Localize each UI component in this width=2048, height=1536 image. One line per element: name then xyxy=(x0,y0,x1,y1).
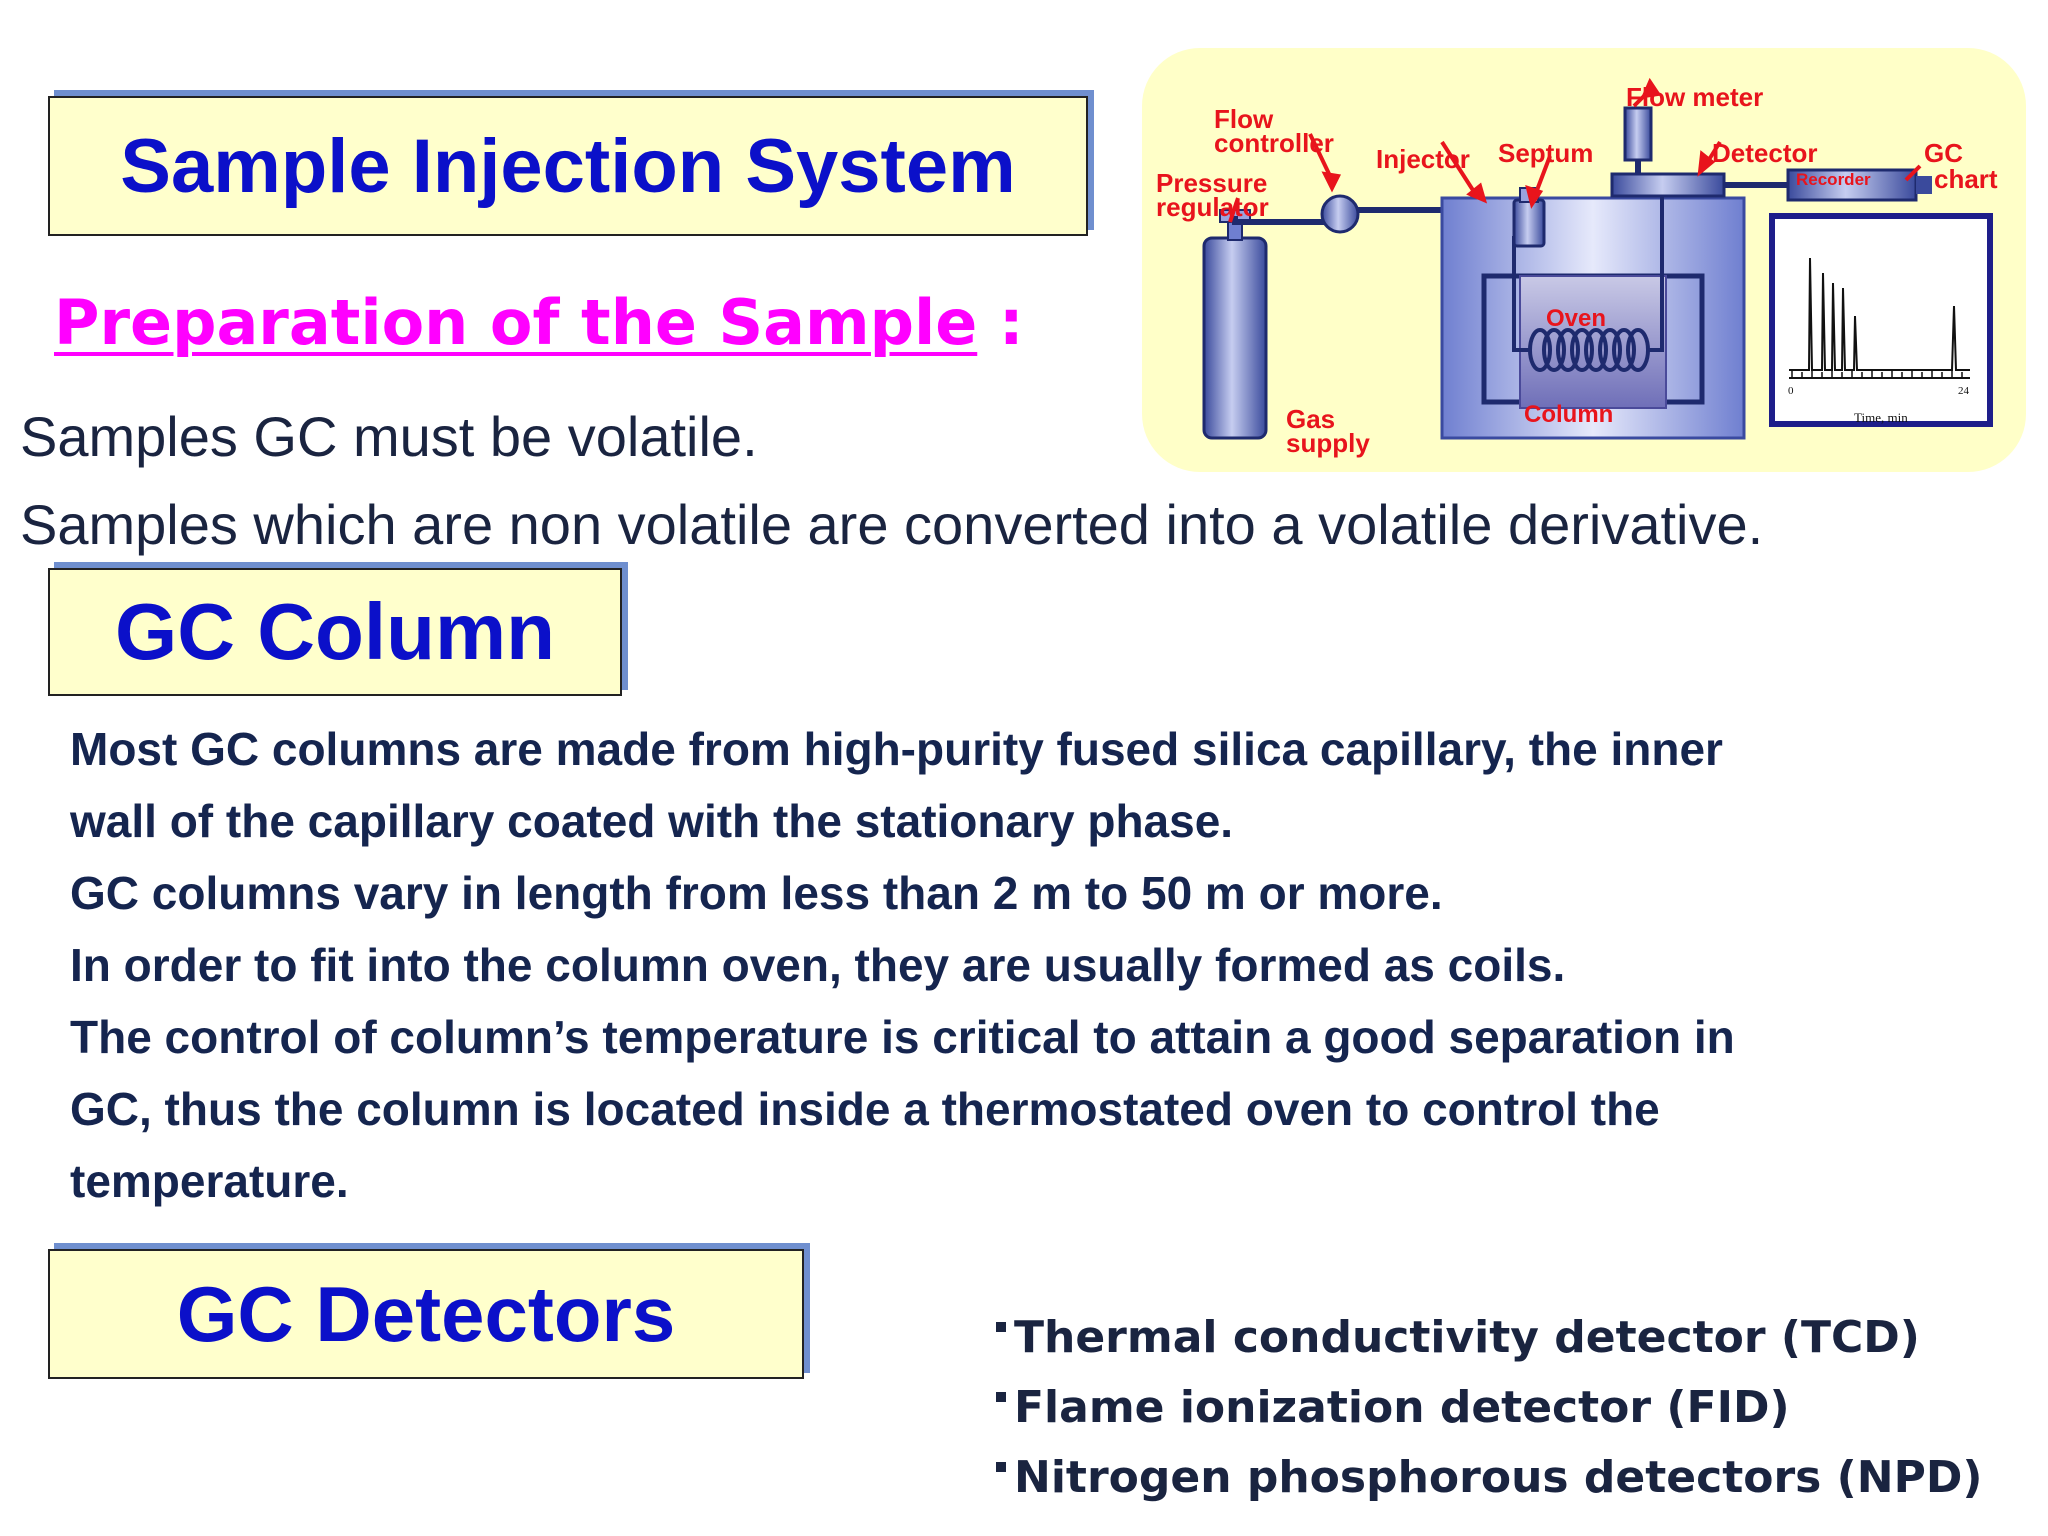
chart-axis-ticks xyxy=(1791,370,1963,378)
detector-item-text: Flame ionization detector (FID) xyxy=(1014,1382,1790,1433)
detector-item-text: Thermal conductivity detector (TCD) xyxy=(1014,1312,1920,1363)
flow-meter-label: Flow meter xyxy=(1626,82,1763,112)
flow-controller-label-2: controller xyxy=(1214,128,1334,158)
sample-volatile-line: Samples GC must be volatile. xyxy=(20,405,758,468)
preparation-heading-text: Preparation of the Sample xyxy=(54,286,978,359)
recorder-icon xyxy=(1786,168,1932,202)
flow-meter-icon xyxy=(1623,106,1653,174)
oven-label: Oven xyxy=(1546,305,1606,332)
square-bullet-icon xyxy=(996,1322,1006,1332)
flow-controller-icon xyxy=(1320,194,1360,234)
column-paragraph-line: GC columns vary in length from less than… xyxy=(70,867,1443,919)
chromatogram-trace xyxy=(1789,257,1970,371)
pressure-regulator-label-1: Pressure xyxy=(1156,168,1267,198)
sample-derivative-line: Samples which are non volatile are conve… xyxy=(20,493,1764,556)
column-paragraph-line: In order to fit into the column oven, th… xyxy=(70,939,1566,991)
gc-chart-label-1: GC xyxy=(1924,138,1963,168)
pressure-regulator-label-2: regulator xyxy=(1156,192,1269,222)
gc-column-title: GC Column xyxy=(115,587,555,676)
detector-list-item: Thermal conductivity detector (TCD) xyxy=(996,1312,1920,1363)
gas-cylinder-icon xyxy=(1202,209,1268,440)
column-paragraph-line: Most GC columns are made from high-purit… xyxy=(70,723,1723,775)
sample-injection-title: Sample Injection System xyxy=(120,123,1016,209)
preparation-heading: Preparation of the Sample : xyxy=(54,286,1024,359)
square-bullet-icon xyxy=(996,1462,1006,1472)
sample-injection-title-box: Sample Injection System xyxy=(48,96,1088,236)
pointer-arrows xyxy=(1228,77,1922,223)
preparation-heading-colon: : xyxy=(977,286,1024,359)
chart-axis-end: 24 xyxy=(1958,385,1970,397)
gc-detectors-title-box: GC Detectors xyxy=(48,1249,804,1379)
column-paragraph-line: wall of the capillary coated with the st… xyxy=(70,795,1234,847)
column-paragraph-line: GC, thus the column is located inside a … xyxy=(70,1083,1660,1135)
injector-label: Injector xyxy=(1376,144,1470,174)
oven-icon xyxy=(1440,196,1746,440)
column-paragraph-line: temperature. xyxy=(70,1155,349,1207)
gc-chart-label-2: chart xyxy=(1934,164,1998,194)
septum-label: Septum xyxy=(1498,138,1593,168)
detector-list-item: Flame ionization detector (FID) xyxy=(996,1382,1790,1433)
recorder-label: Recorder xyxy=(1796,170,1871,189)
square-bullet-icon xyxy=(996,1392,1006,1402)
gas-supply-label-2: supply xyxy=(1286,428,1370,458)
gas-supply-label-1: Gas xyxy=(1286,404,1335,434)
chart-axis-start: 0 xyxy=(1788,385,1794,397)
flow-controller-label-1: Flow xyxy=(1214,104,1274,134)
gc-detectors-title: GC Detectors xyxy=(176,1269,676,1358)
detector-label: Detector xyxy=(1712,138,1817,168)
detector-icon xyxy=(1610,172,1788,198)
column-label: Column xyxy=(1524,401,1613,428)
detector-item-text: Nitrogen phosphorous detectors (NPD) xyxy=(1014,1452,1983,1503)
gc-instrument-diagram: 0 24 Time, min Flow controller Pressure … xyxy=(1142,48,2026,472)
gc-chart-icon: 0 24 Time, min xyxy=(1769,213,1993,427)
chart-axis-title: Time, min xyxy=(1854,410,1908,425)
column-paragraph-line: The control of column’s temperature is c… xyxy=(70,1011,1735,1063)
gc-column-title-box: GC Column xyxy=(48,568,622,696)
detector-list-item: Nitrogen phosphorous detectors (NPD) xyxy=(996,1452,1982,1503)
